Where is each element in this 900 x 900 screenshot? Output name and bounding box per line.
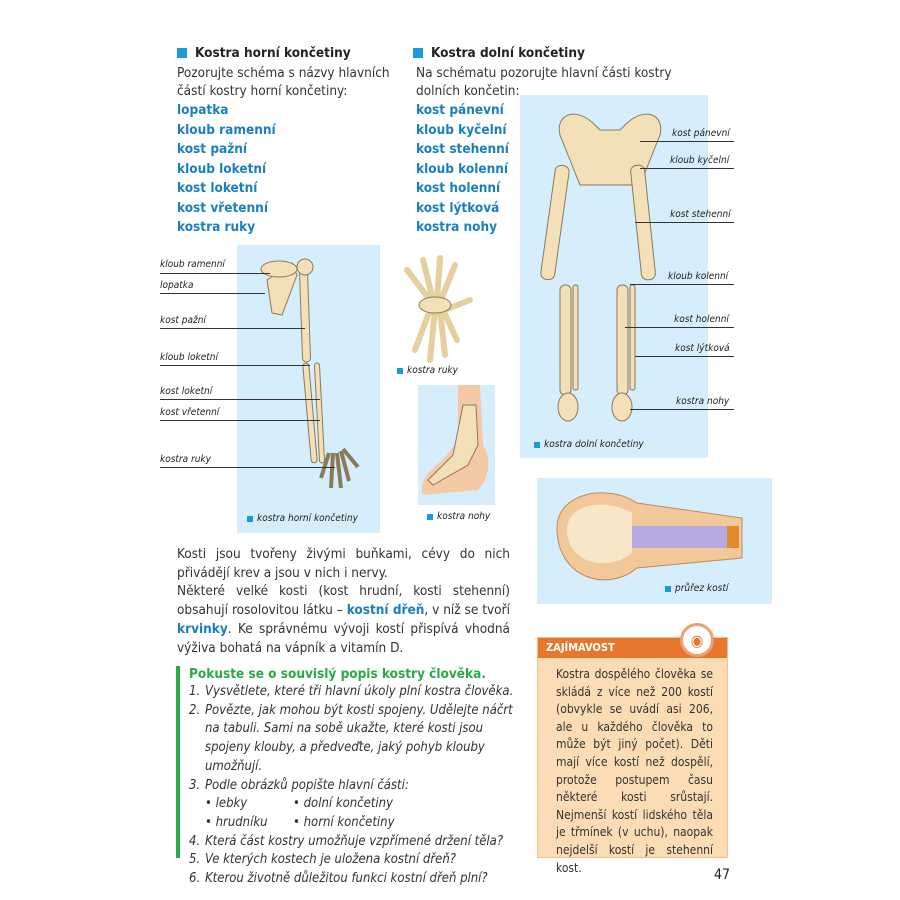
paragraph-2: Některé velké kosti (kost hrudní, kosti … <box>177 582 510 657</box>
label-radius: kost vřetenní <box>160 407 220 418</box>
task-item: 6.Kterou životně důležitou funkci kostní… <box>189 870 519 889</box>
term: kloub kyčelní <box>416 121 507 138</box>
text: . Ke správnému vývoji kostí přispívá vho… <box>177 620 510 656</box>
label-elbow-joint: kloub loketní <box>160 352 218 363</box>
hand-caption: kostra ruky <box>397 365 458 376</box>
text: , v níž se tvoří <box>424 602 510 619</box>
label-hip-joint: kloub kyčelní <box>670 155 730 166</box>
tasks-block: Pokuste se o souvislý popis kostry člově… <box>189 666 519 889</box>
term: kost lýtková <box>416 199 500 216</box>
paragraph-1: Kosti jsou tvořeny živými buňkami, cévy … <box>177 546 510 581</box>
bullet-text: dolní končetiny <box>303 796 393 812</box>
bullet: • horní končetiny <box>293 814 395 830</box>
task-text: Podle obrázků popište hlavní části: <box>205 777 409 793</box>
leg-caption: kostra dolní končetiny <box>534 439 644 450</box>
section-caption: průřez kostí <box>665 583 728 594</box>
term: kost stehenní <box>416 141 509 157</box>
label-fibula: kost lýtková <box>675 343 730 354</box>
caption-text: kostra nohy <box>437 511 491 522</box>
label-humerus: kost pažní <box>160 315 206 326</box>
fact-text: Kostra dospělého člověka se skládá z víc… <box>556 667 713 875</box>
task-text: Vysvětlete, které tři hlavní úkoly plní … <box>205 684 514 699</box>
fact-box: ZAJÍMAVOST Kostra dospělého člověka se s… <box>537 637 728 875</box>
task-text: Která část kostry umožňuje vzpřímené drž… <box>205 833 504 849</box>
bone-cross-section-illustration <box>556 492 743 581</box>
arm-bones-illustration <box>260 258 360 489</box>
label-knee-joint: kloub kolenní <box>668 271 729 282</box>
task-text: Povězte, jak mohou být kosti spojeny. Ud… <box>205 702 513 774</box>
term: kloub kolenní <box>416 160 509 177</box>
term: kostra nohy <box>416 219 498 235</box>
label-hand: kostra ruky <box>160 454 211 465</box>
eye-magnifier-icon: ◉ <box>680 623 714 657</box>
lower-limb-heading: Kostra dolní končetiny <box>413 45 585 61</box>
label-scapula: lopatka <box>160 280 194 291</box>
term: kost pažní <box>177 141 248 157</box>
term-bone-marrow: kostní dřeň <box>346 602 425 619</box>
bullet: • dolní končetiny <box>293 796 393 812</box>
label-femur: kost stehenní <box>670 209 731 220</box>
term: kost loketní <box>177 180 258 196</box>
term: kloub loketní <box>177 160 267 177</box>
bullet-text: hrudníku <box>215 814 268 830</box>
task-text: Kterou životně důležitou funkci kostní d… <box>205 871 488 887</box>
task-item: 5.Ve kterých kostech je uložena kostní d… <box>189 851 519 870</box>
upper-intro: Pozorujte schéma s názvy hlavních částí … <box>177 65 390 99</box>
term: lopatka <box>177 102 229 118</box>
foot-figure <box>418 385 495 505</box>
text: Některé velké kosti (kost hrudní, kosti … <box>177 583 510 619</box>
arm-skeleton-figure: kostra horní končetiny <box>237 245 380 533</box>
term: kost pánevní <box>416 102 504 118</box>
bullet: • hrudníku <box>205 814 268 830</box>
bullet-text: lebky <box>215 796 248 812</box>
term: kost vřetenní <box>177 199 268 216</box>
leg-bones-illustration <box>540 113 662 422</box>
task-item: 1.Vysvětlete, které tři hlavní úkoly pln… <box>189 683 519 702</box>
leg-skeleton-figure: kostra dolní končetiny <box>520 95 708 458</box>
body-paragraph: Kosti jsou tvořeny živými buňkami, cévy … <box>177 545 510 657</box>
foot-caption: kostra nohy <box>427 511 490 522</box>
foot-bones-illustration <box>421 385 489 495</box>
caption-text: kostra ruky <box>407 365 458 376</box>
lower-intro: Na schématu pozorujte hlavní části kostr… <box>416 65 672 99</box>
heading-text: Kostra dolní končetiny <box>431 45 585 61</box>
term: kostra ruky <box>177 219 256 235</box>
caption-text: kostra dolní končetiny <box>544 439 644 450</box>
hand-bones-illustration <box>404 255 473 363</box>
upper-limb-heading: Kostra horní končetiny <box>177 45 351 61</box>
label-pelvis: kost pánevní <box>672 128 730 139</box>
term: kloub ramenní <box>177 121 276 138</box>
bullet: • lebky <box>205 796 248 812</box>
tasks-accent-bar <box>176 666 180 858</box>
task-item: 4.Která část kostry umožňuje vzpřímené d… <box>189 833 519 852</box>
term-blood-cells: krvinky <box>177 620 228 637</box>
heading-text: Kostra horní končetiny <box>195 45 351 61</box>
bone-section-figure: průřez kostí <box>537 478 772 604</box>
tasks-title: Pokuste se o souvislý popis kostry člově… <box>189 666 486 682</box>
caption-text: kostra horní končetiny <box>257 513 358 524</box>
bullet-text: horní končetiny <box>303 814 395 830</box>
label-shoulder-joint: kloub ramenní <box>160 259 225 270</box>
lower-terms: kost pánevní kloub kyčelní kost stehenní kl… <box>416 101 509 238</box>
term: kost holenní <box>416 180 501 196</box>
task-item: 2.Povězte, jak mohou být kosti spojeny. … <box>189 702 519 777</box>
upper-terms: lopatka kloub ramenní kost pažní kloub loke… <box>177 101 276 238</box>
label-foot: kostra nohy <box>676 396 730 407</box>
label-ulna: kost loketní <box>160 386 213 397</box>
task-item: 3.Podle obrázků popište hlavní části: <box>189 777 519 796</box>
label-tibia: kost holenní <box>674 314 729 325</box>
task-bullets: • lebky • dolní končetiny • hrudníku • h… <box>189 795 519 832</box>
arm-caption: kostra horní končetiny <box>247 513 358 524</box>
caption-text: průřez kostí <box>675 583 729 594</box>
fact-title: ZAJÍMAVOST <box>538 638 727 658</box>
task-text: Ve kterých kostech je uložena kostní dře… <box>205 852 456 868</box>
page-number: 47 <box>714 867 731 883</box>
